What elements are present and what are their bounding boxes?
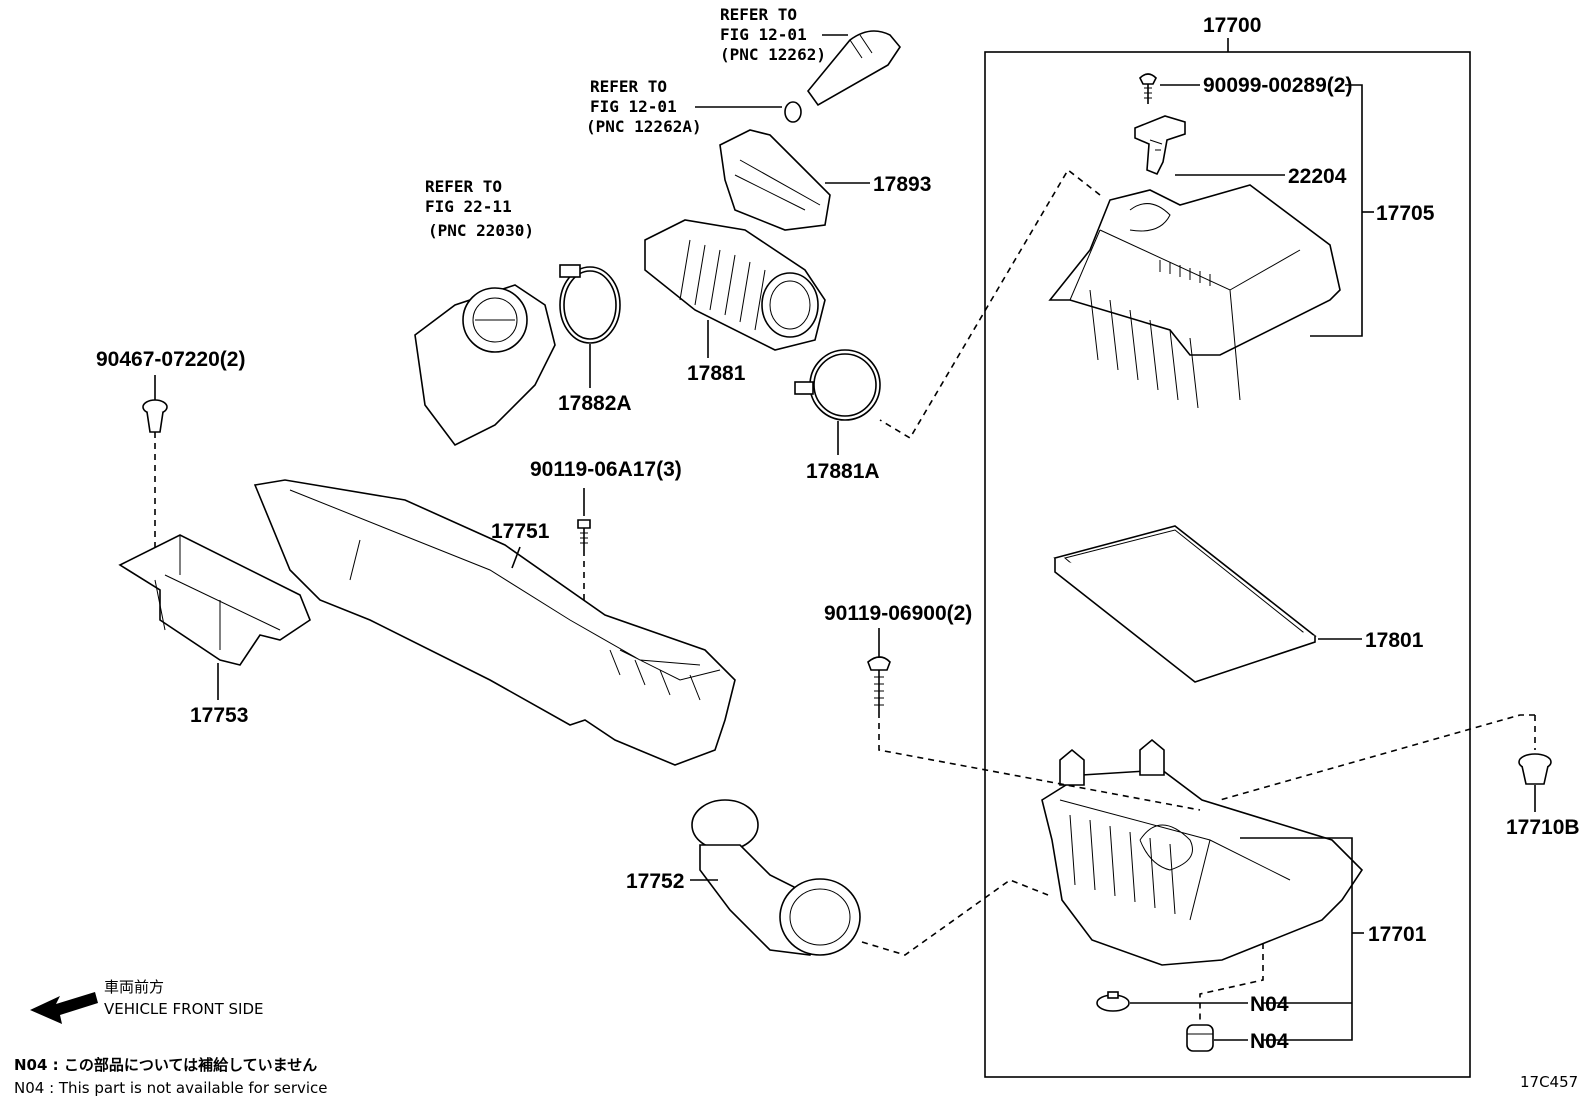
part-17801-label[interactable]: 17801 (1365, 629, 1424, 652)
part-17881-label[interactable]: 17881 (687, 362, 746, 385)
part-17700-label[interactable]: 17700 (1203, 14, 1261, 37)
part-17893-label[interactable]: 17893 (873, 173, 931, 196)
part-90119-06900-label[interactable]: 90119-06900(2) (824, 602, 972, 625)
part-90099-label[interactable]: 90099-00289(2) (1203, 74, 1352, 97)
inlet-hose-17752-icon (691, 799, 861, 956)
clamp-12262a-icon (784, 101, 802, 123)
clip-90467-icon (142, 399, 168, 433)
part-17882a-label[interactable]: 17882A (558, 392, 632, 415)
figure-code: 17C457 (1520, 1073, 1578, 1091)
refer-fig-22-11[interactable]: REFER TO FIG 22-11 (PNC 22030) (425, 177, 534, 240)
note-jp: N04 : この部品については補給していません (14, 1056, 317, 1074)
air-cleaner-case-17701-icon (1041, 738, 1364, 966)
grommet-n04-icon (1096, 991, 1130, 1012)
vehicle-front-arrow-icon (30, 992, 98, 1024)
vehicle-front-jp: 車両前方 (104, 978, 164, 996)
part-n04-label-1[interactable]: N04 (1250, 993, 1289, 1016)
cap-n04-icon (1186, 1024, 1214, 1052)
bolt-90119-06900-icon (867, 656, 891, 712)
refer-fig-12-01-a[interactable]: REFER TO FIG 12-01 (PNC 12262) (720, 5, 826, 64)
part-17705-label[interactable]: 17705 (1376, 202, 1435, 225)
air-filter-element-17801-icon (1053, 525, 1317, 683)
intake-hose-17881-icon (644, 219, 826, 351)
clip-17710b-icon (1518, 753, 1552, 785)
clamp-17881a-icon (794, 349, 881, 421)
part-90119-06a17-label[interactable]: 90119-06A17(3) (530, 458, 682, 481)
clamp-17882a-icon (559, 264, 621, 344)
part-17701-label[interactable]: 17701 (1368, 923, 1427, 946)
hose-12262-icon (806, 30, 901, 107)
part-n04-label-2[interactable]: N04 (1250, 1030, 1289, 1053)
air-duct-17751-icon (253, 479, 736, 766)
air-flow-sensor-22204-icon (1134, 115, 1186, 176)
throttle-body-22030-icon (414, 284, 556, 447)
resonator-17893-icon (719, 129, 831, 231)
part-17881a-label[interactable]: 17881A (806, 460, 880, 483)
bolt-90119-06a17-icon (577, 519, 591, 550)
part-17752-label[interactable]: 17752 (626, 870, 684, 893)
part-17751-label[interactable]: 17751 (491, 520, 550, 543)
part-90467-label[interactable]: 90467-07220(2) (96, 348, 245, 371)
note-en: N04 : This part is not available for ser… (14, 1079, 328, 1097)
vehicle-front-en: VEHICLE FRONT SIDE (104, 1000, 264, 1018)
screw-90099-icon (1139, 73, 1157, 104)
air-cleaner-cap-17705-icon (1048, 184, 1341, 409)
part-17753-label[interactable]: 17753 (190, 704, 248, 727)
part-17710b-label[interactable]: 17710B (1506, 816, 1580, 839)
air-duct-17753-icon (118, 534, 311, 666)
part-22204-label[interactable]: 22204 (1288, 165, 1347, 188)
refer-fig-12-01-b[interactable]: REFER TO FIG 12-01 (PNC 12262A) (586, 77, 702, 136)
